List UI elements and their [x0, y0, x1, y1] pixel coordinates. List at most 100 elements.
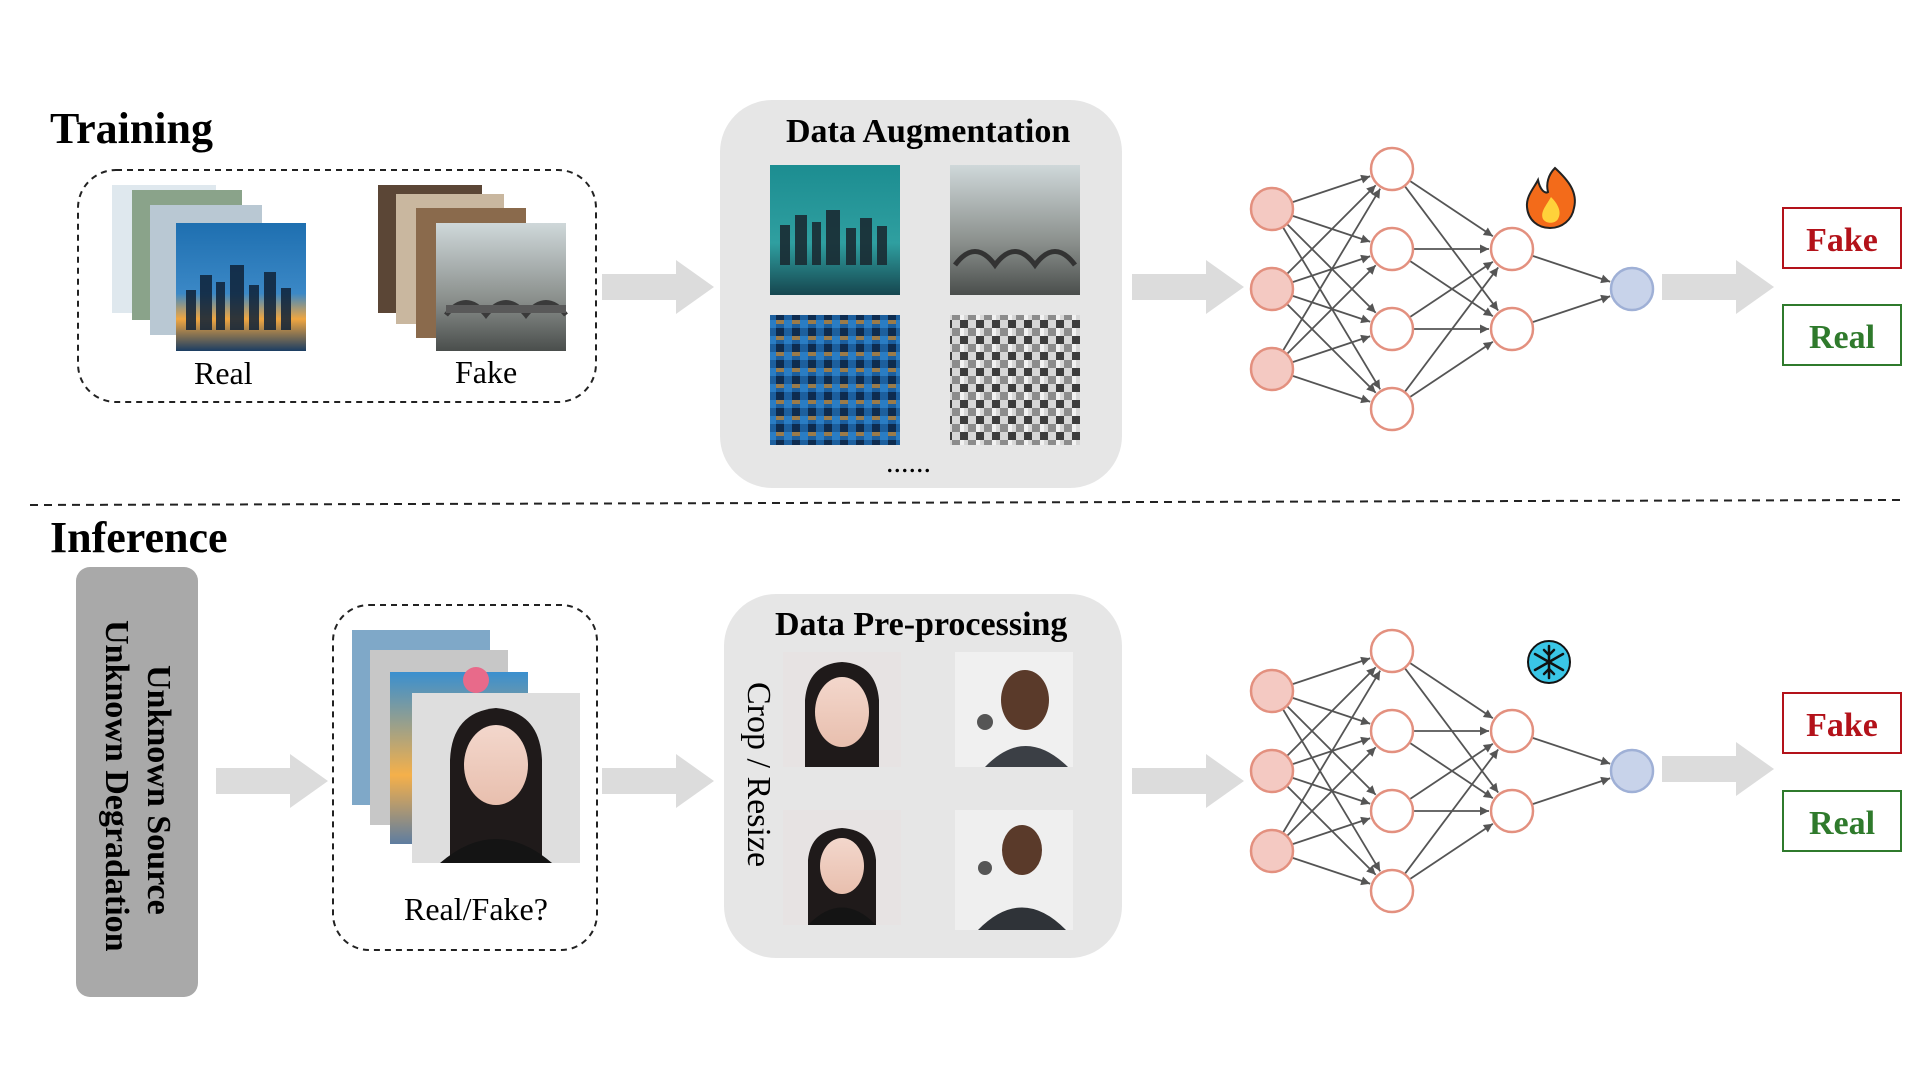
network-edge	[1403, 748, 1499, 875]
edge-arrowhead	[1371, 670, 1381, 681]
inference-network	[1249, 628, 1655, 914]
edge-arrowhead	[1360, 876, 1371, 886]
real-image-stack	[112, 185, 306, 351]
edge-arrowhead	[1482, 743, 1493, 753]
edge-arrowhead	[1482, 227, 1493, 237]
arrow-train-3	[1662, 260, 1774, 314]
edge-arrowhead	[1366, 383, 1376, 393]
query-image-box: Real/Fake?	[332, 604, 598, 951]
network-edge	[1286, 746, 1377, 837]
edge-arrowhead	[1371, 861, 1381, 872]
arrow-train-2	[1132, 260, 1244, 314]
edge-arrowhead	[1366, 265, 1376, 275]
aug-mosaic-blue-image	[770, 315, 900, 445]
section-divider	[29, 499, 1901, 506]
augmentation-title: Data Augmentation	[786, 113, 1070, 150]
network-edge	[1286, 264, 1377, 355]
network-edge	[1403, 266, 1499, 393]
edge-arrowhead	[1489, 782, 1499, 793]
edge-arrowhead	[1360, 736, 1371, 746]
hidden-node	[1369, 628, 1415, 674]
edge-arrowhead	[1366, 747, 1376, 757]
man-resize-image	[955, 810, 1073, 930]
edge-arrowhead	[1360, 796, 1371, 806]
augmentation-panel: Data Augmentation ......	[720, 100, 1122, 488]
aug-bridge-image	[950, 165, 1080, 295]
hidden-node	[1369, 708, 1415, 754]
edge-arrowhead	[1482, 341, 1493, 351]
edge-arrowhead	[1371, 379, 1381, 390]
unknown-source-box: Unknown Source Unknown Degradation	[76, 567, 198, 997]
edge-arrowhead	[1482, 261, 1493, 271]
unknown-degradation-label: Unknown Degradation	[98, 620, 135, 952]
network-edge	[1291, 856, 1371, 885]
training-output-fake: Fake	[1782, 207, 1902, 269]
input-node	[1249, 828, 1295, 874]
output-node	[1609, 748, 1655, 794]
hidden-node	[1369, 868, 1415, 914]
edge-arrowhead	[1480, 244, 1489, 254]
arrow-train-1	[602, 260, 714, 314]
network-edge	[1291, 657, 1371, 686]
aug-mosaic-gray-image	[950, 315, 1080, 445]
arrow-inf-3	[1132, 754, 1244, 808]
svg-text:Fake: Fake	[1806, 222, 1878, 259]
input-node	[1249, 266, 1295, 312]
input-node	[1249, 186, 1295, 232]
hidden-node	[1369, 146, 1415, 192]
input-node	[1249, 748, 1295, 794]
edge-arrowhead	[1366, 667, 1376, 677]
edge-arrowhead	[1482, 789, 1493, 799]
network-edge	[1408, 661, 1494, 719]
inference-output-fake: Fake	[1782, 692, 1902, 754]
preprocessing-panel: Data Pre-processing Crop / Resize	[724, 594, 1122, 958]
arrow-inf-2	[602, 754, 714, 808]
edge-arrowhead	[1360, 716, 1371, 726]
edge-arrowhead	[1371, 188, 1381, 199]
edge-arrowhead	[1489, 267, 1499, 278]
svg-text:Real: Real	[1809, 805, 1875, 842]
network-edge	[1408, 823, 1494, 881]
network-edge	[1408, 261, 1494, 319]
edge-arrowhead	[1482, 307, 1493, 317]
preprocessing-title: Data Pre-processing	[775, 606, 1067, 643]
fake-image-stack	[378, 185, 568, 351]
network-edge	[1408, 341, 1494, 399]
edge-arrowhead	[1360, 174, 1371, 184]
query-label: Real/Fake?	[404, 891, 548, 927]
woman-crop-image	[783, 652, 901, 767]
edge-arrowhead	[1600, 776, 1611, 786]
edge-arrowhead	[1480, 324, 1489, 334]
network-edge	[1291, 175, 1371, 204]
fire-icon	[1525, 166, 1576, 230]
network-edge	[1291, 817, 1371, 846]
unknown-source-label: Unknown Source	[140, 665, 177, 915]
edge-arrowhead	[1366, 785, 1376, 795]
edge-arrowhead	[1360, 656, 1371, 666]
svg-text:Real: Real	[1809, 319, 1875, 356]
arrow-inf-1	[216, 754, 328, 808]
output-node	[1609, 266, 1655, 312]
edge-arrowhead	[1360, 394, 1371, 404]
hidden-node	[1369, 306, 1415, 352]
edge-arrowhead	[1360, 816, 1371, 826]
hidden-node	[1369, 788, 1415, 834]
inference-output-real: Real	[1782, 790, 1902, 852]
edge-arrowhead	[1489, 749, 1499, 760]
edge-arrowhead	[1600, 274, 1611, 284]
hidden-node	[1489, 788, 1535, 834]
network-edge	[1282, 188, 1381, 352]
input-node	[1249, 346, 1295, 392]
real-label: Real	[194, 355, 253, 391]
training-network	[1249, 146, 1655, 432]
snowflake-icon	[1527, 640, 1571, 684]
arrow-inf-4	[1662, 742, 1774, 796]
augmentation-ellipsis: ......	[886, 446, 931, 479]
edge-arrowhead	[1360, 334, 1371, 344]
edge-arrowhead	[1482, 709, 1493, 719]
input-node	[1249, 668, 1295, 714]
edge-arrowhead	[1366, 303, 1376, 313]
training-output-real: Real	[1782, 304, 1902, 366]
network-edge	[1408, 259, 1494, 317]
